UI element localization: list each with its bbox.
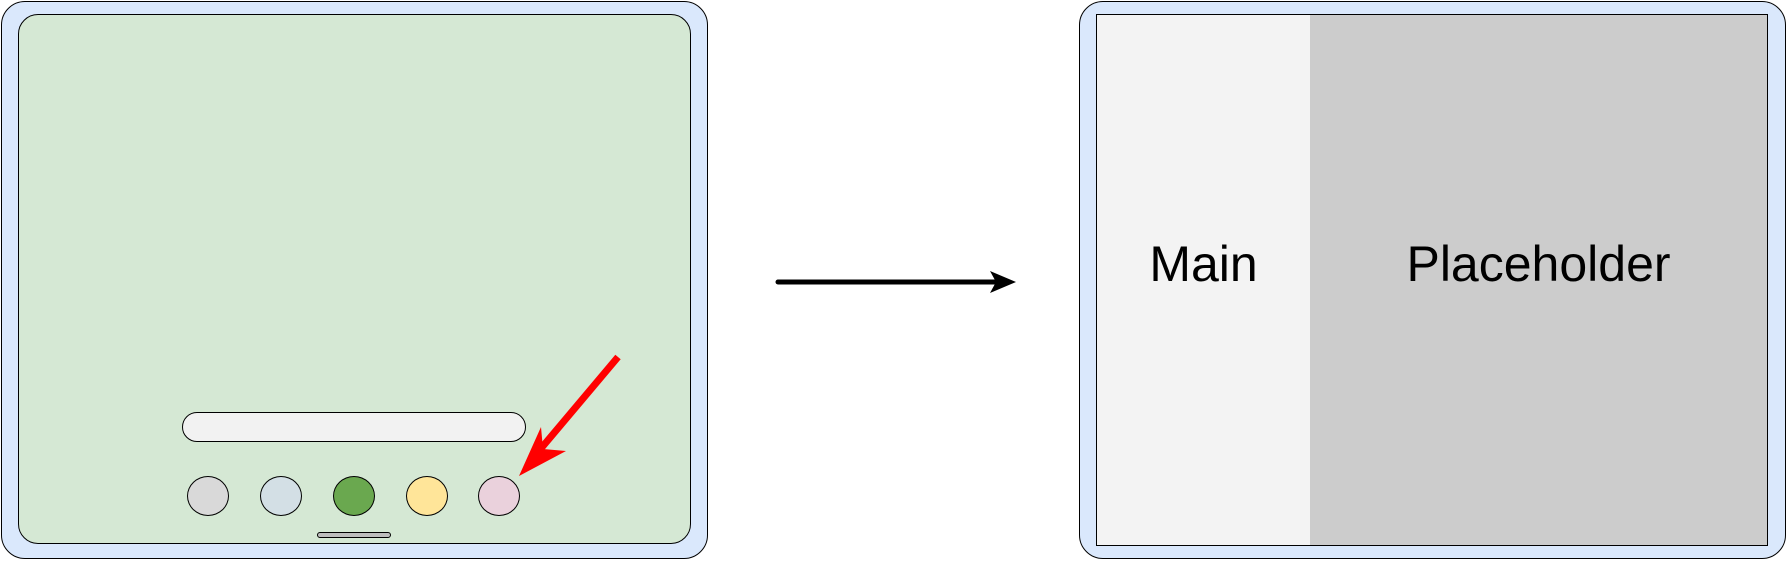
gesture-navigation-bar[interactable] [317,532,391,538]
app-icon-gray[interactable] [187,476,229,516]
app-icon-yellow[interactable] [406,476,448,516]
home-screen [18,14,691,544]
red-pointer-arrow-icon [519,354,621,476]
placeholder-pane-label: Placeholder [1406,236,1671,292]
main-pane: Main [1096,14,1311,546]
search-bar[interactable] [182,412,526,442]
app-icon-green[interactable] [333,476,375,516]
main-pane-label: Main [1149,236,1258,292]
transition-arrow-icon [775,271,1016,293]
placeholder-pane: Placeholder [1310,14,1768,546]
app-icon-pink[interactable] [478,476,520,516]
app-icon-blue-gray[interactable] [260,476,302,516]
